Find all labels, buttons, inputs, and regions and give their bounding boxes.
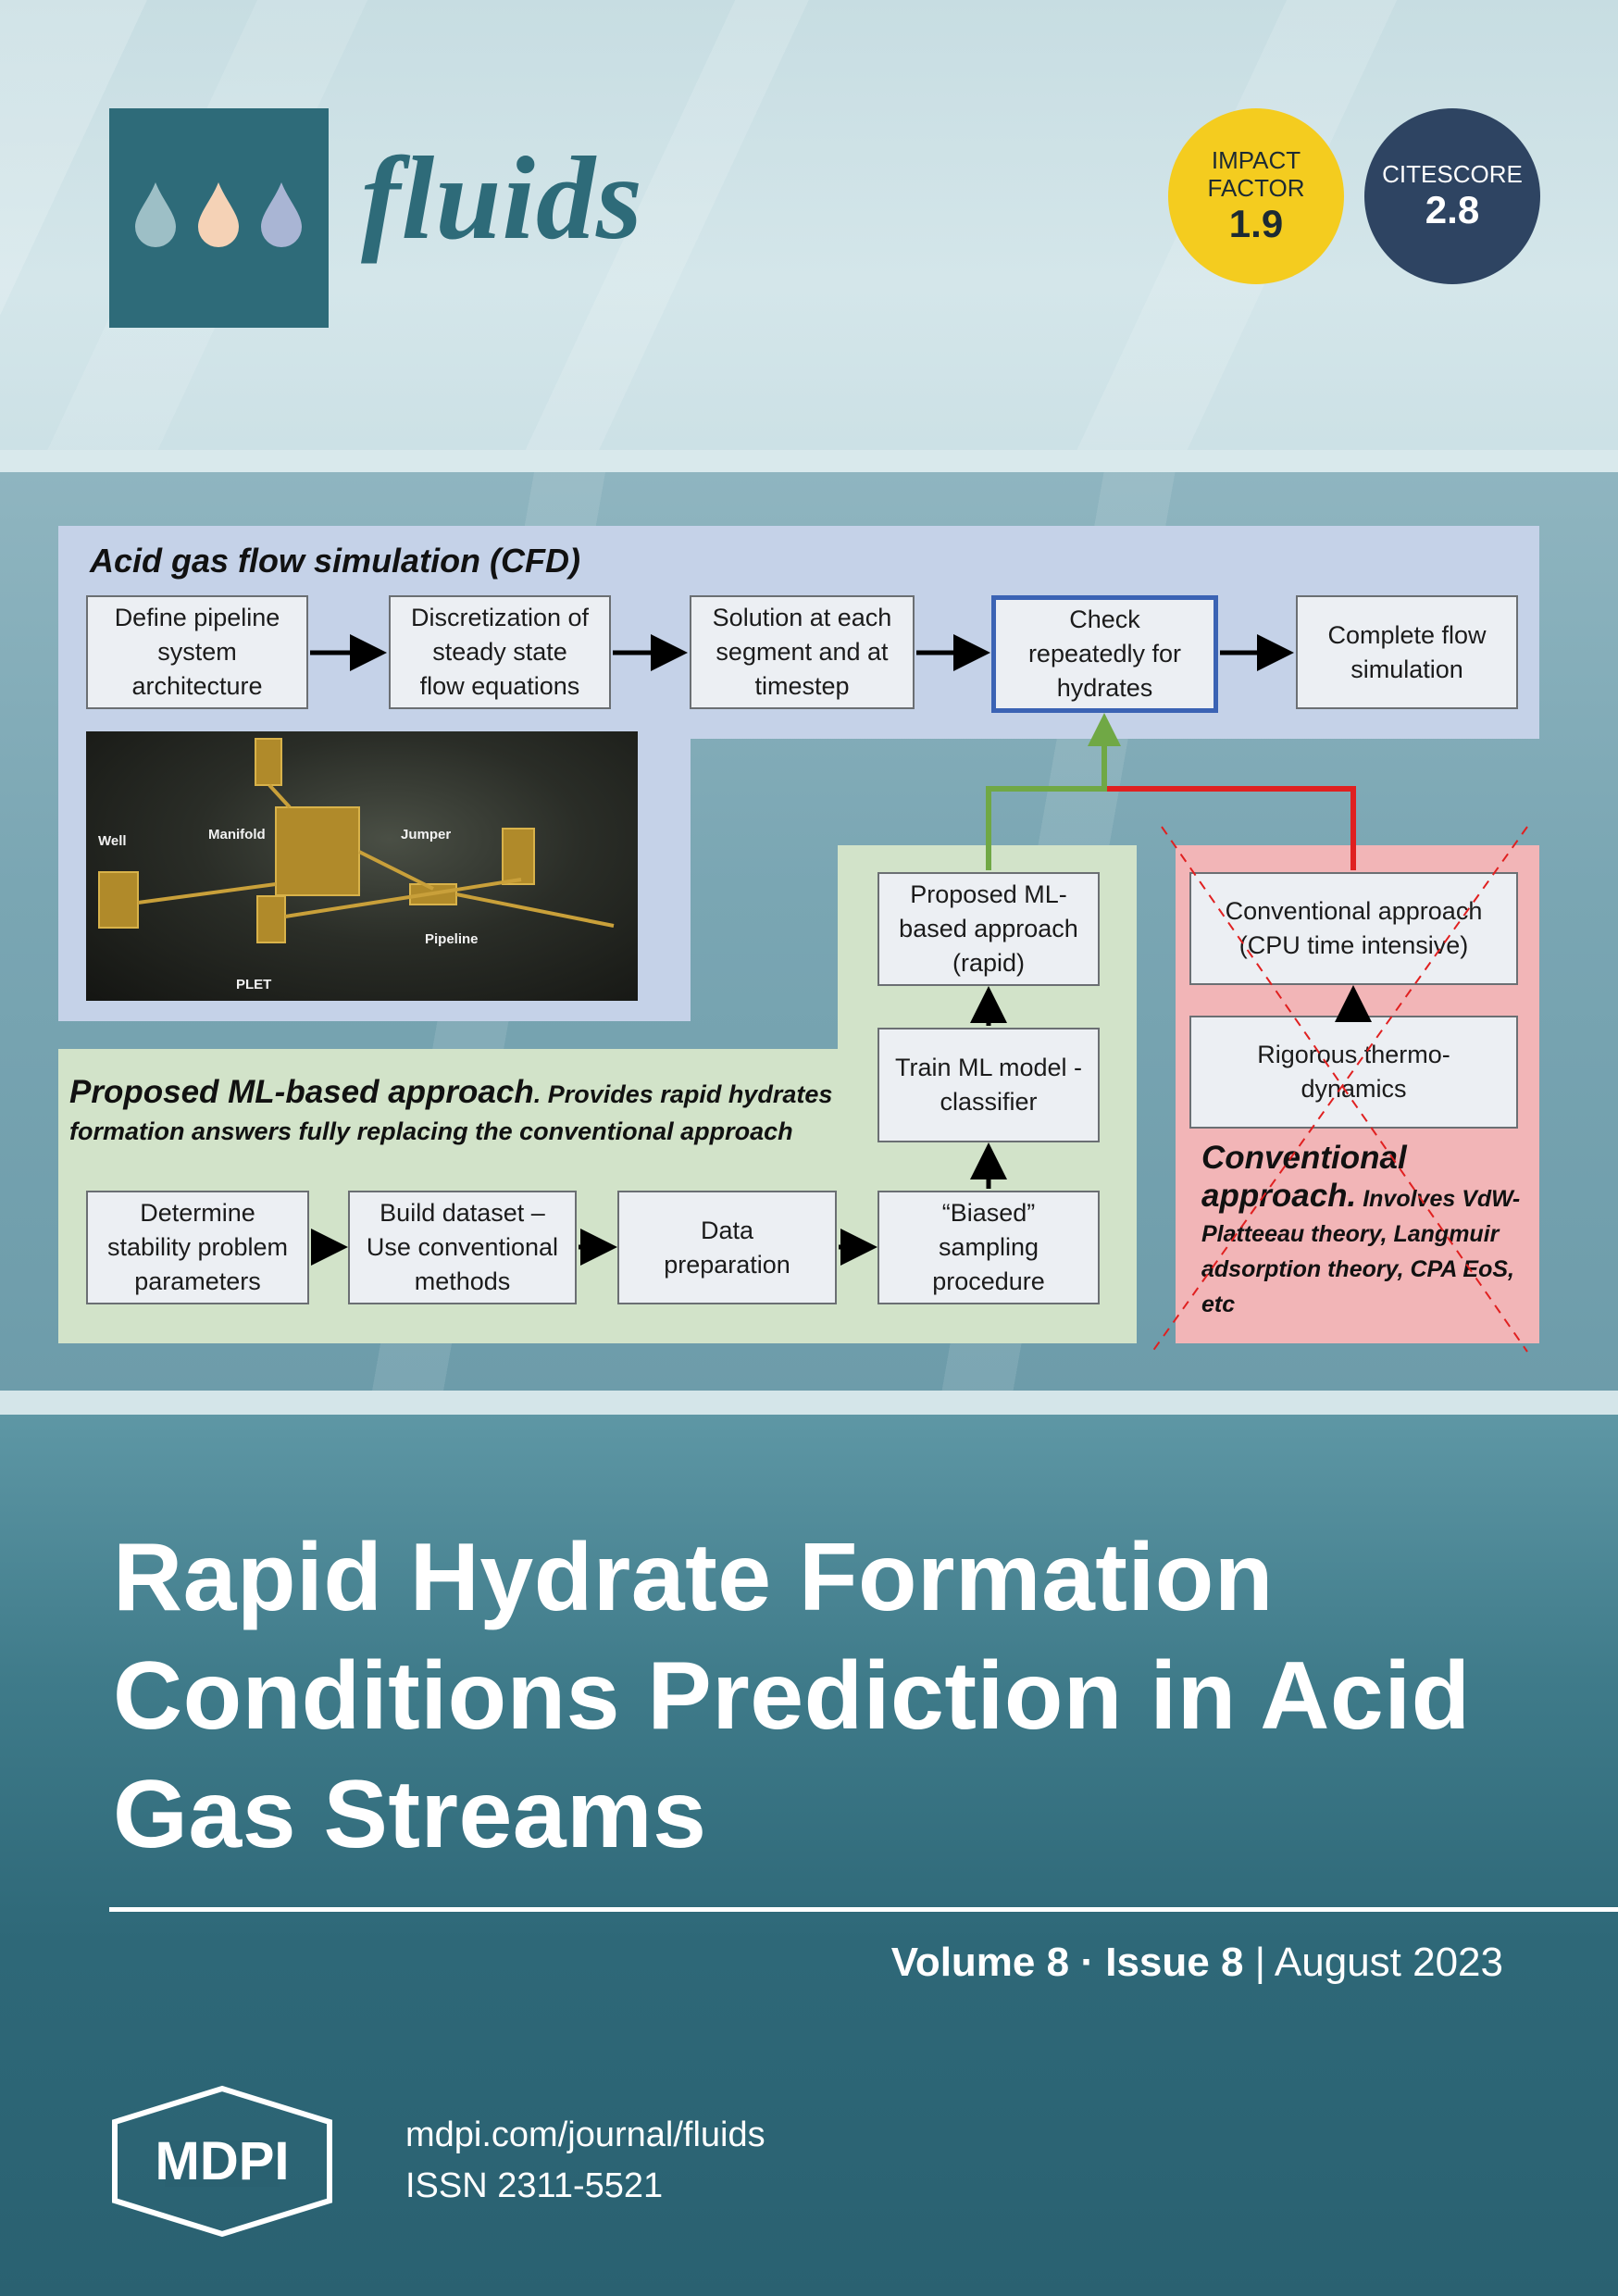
step-conventional-approach: Conventional approach(CPU time intensive… — [1189, 872, 1518, 985]
drop-icon — [135, 182, 176, 247]
divider-stripe-top — [0, 450, 1618, 472]
image-label-well: Well — [98, 833, 127, 849]
date-text: August 2023 — [1274, 1940, 1503, 1985]
impact-label-line-2: FACTOR — [1207, 174, 1305, 202]
ml-panel-title: Proposed ML-based approach. Provides rap… — [69, 1074, 884, 1150]
green-arrow — [986, 713, 1121, 870]
volume-text: Volume 8 — [890, 1940, 1070, 1985]
title-rule — [109, 1907, 1618, 1912]
red-connector — [1107, 786, 1356, 870]
image-label-plet: PLET — [236, 977, 272, 992]
mdpi-logo: MDPI — [112, 2085, 332, 2238]
journal-logo — [109, 108, 329, 328]
citescore-badge: CITESCORE 2.8 — [1364, 108, 1540, 284]
separator-bar: | — [1254, 1940, 1266, 1985]
step-proposed-ml: Proposed ML-based approach(rapid) — [877, 872, 1100, 986]
cross-out-mark — [1151, 826, 1528, 1353]
issn: ISSN 2311-5521 — [405, 2166, 664, 2205]
issue-text: Issue 8 — [1105, 1940, 1244, 1985]
image-label-pipeline: Pipeline — [425, 931, 479, 947]
image-label-manifold: Manifold — [208, 827, 266, 842]
citescore-label: CITESCORE — [1382, 160, 1523, 188]
journal-name: fluids — [361, 132, 643, 264]
cfd-panel-title: Acid gas flow simulation (CFD) — [90, 542, 581, 580]
divider-stripe-bottom — [0, 1391, 1618, 1415]
step-rigorous-thermodynamics: Rigorous thermo-dynamics — [1189, 1016, 1518, 1129]
impact-factor-badge: IMPACT FACTOR 1.9 — [1168, 108, 1344, 284]
impact-label-line-1: IMPACT — [1211, 146, 1301, 174]
volume-issue-line: Volume 8 · Issue 8 | August 2023 — [891, 1940, 1503, 1986]
impact-value: 1.9 — [1228, 202, 1284, 245]
image-label-jumper: Jumper — [401, 827, 452, 842]
cover-title: Rapid Hydrate Formation Conditions Predi… — [113, 1524, 1471, 1868]
step-train-ml: Train ML model -classifier — [877, 1028, 1100, 1142]
journal-url[interactable]: mdpi.com/journal/fluids — [405, 2115, 765, 2154]
subsea-illustration — [98, 738, 615, 943]
separator-dot: · — [1080, 1940, 1094, 1985]
subsea-pipeline-image: Well Manifold Jumper Pipeline PLET — [86, 731, 638, 1001]
drop-icon — [198, 182, 239, 247]
drop-icon — [261, 182, 302, 247]
conv-title-rest: Involves VdW-Platteeau theory, Langmuir … — [1201, 1186, 1521, 1317]
citescore-value: 2.8 — [1425, 188, 1480, 231]
ml-title-main: Proposed ML-based approach — [69, 1074, 534, 1110]
conventional-panel-title: Conventional approach. Involves VdW-Plat… — [1201, 1141, 1525, 1322]
mdpi-logo-text: MDPI — [156, 2131, 290, 2191]
ml-title-rest: . Provides rapid hydrates formation answ… — [69, 1080, 833, 1145]
conv-title-main: Conventional approach. — [1201, 1140, 1407, 1214]
